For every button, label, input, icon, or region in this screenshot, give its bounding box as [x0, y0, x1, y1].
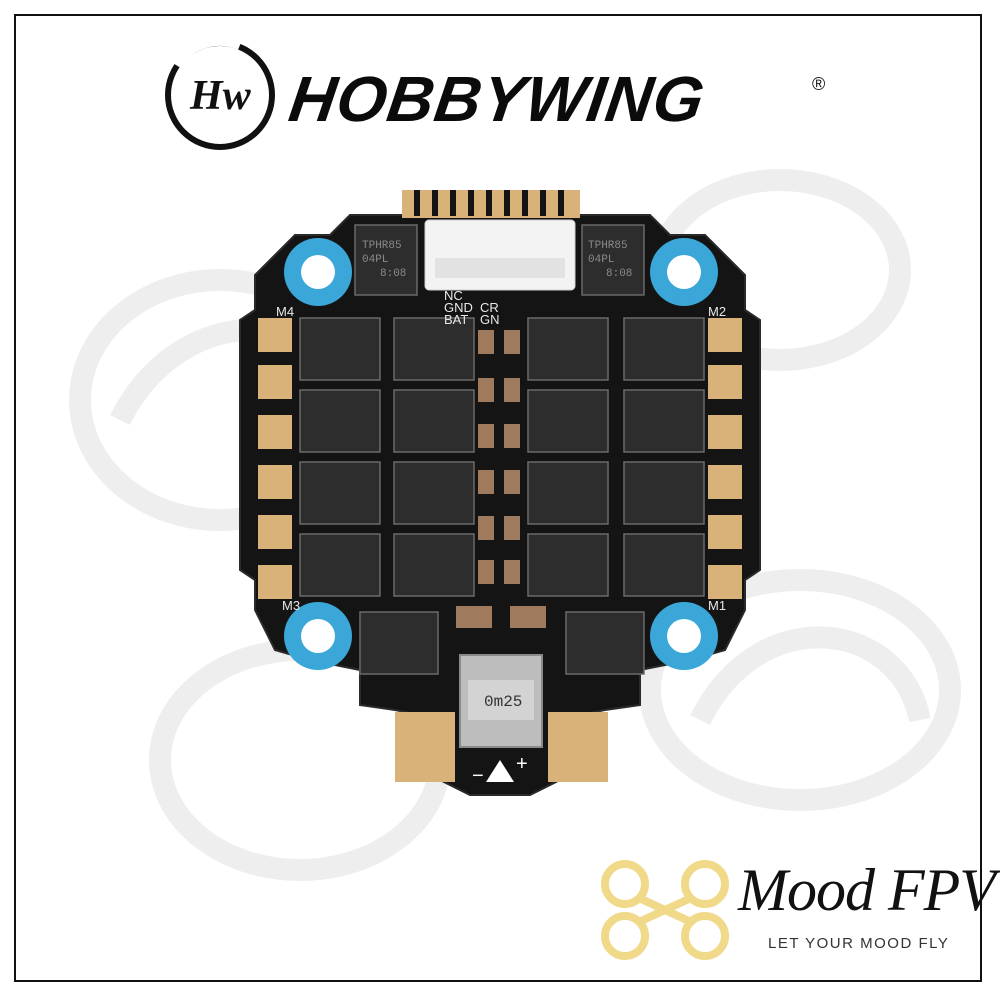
mounting-holes	[284, 238, 718, 670]
mosfet-array	[299, 224, 705, 675]
hobbywing-monogram-icon: Hw	[165, 35, 275, 150]
battery-pads	[395, 712, 608, 782]
mood-fpv-drone-icon	[601, 860, 729, 960]
capacitor-column	[456, 330, 546, 628]
polarity-arrow-icon	[486, 760, 514, 782]
motor-pads	[258, 318, 742, 599]
registered-mark: ®	[812, 74, 826, 94]
svg-text:Hw: Hw	[189, 73, 252, 119]
esc-board	[239, 190, 761, 796]
connector-pins	[402, 190, 580, 291]
mood-fpv-logo-text: Mood FPV	[738, 857, 996, 923]
image-frame	[14, 14, 982, 982]
shunt-resistor	[459, 654, 543, 748]
mood-fpv-slogan: LET YOUR MOOD FLY	[768, 935, 950, 952]
hobbywing-logo-text: HOBBYWING	[284, 63, 710, 135]
